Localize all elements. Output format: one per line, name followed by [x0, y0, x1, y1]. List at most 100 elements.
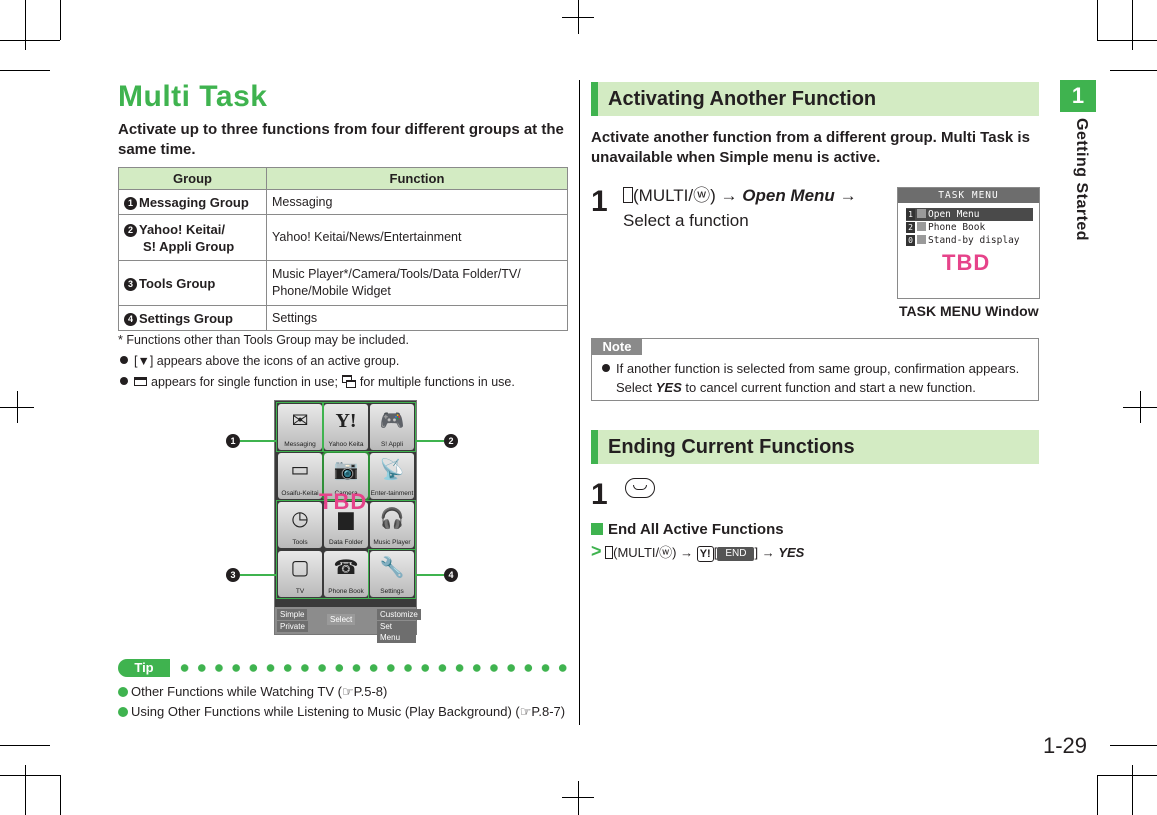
step-instruction: (MULTI/ⓦ) → Open Menu →	[623, 185, 857, 207]
tip-item: Other Functions while Watching TV (☞P.5-…	[118, 683, 387, 701]
group-highlight-yahoo	[322, 402, 416, 452]
chevron-right-icon: >	[591, 541, 602, 561]
note-line2-pre: Select	[616, 380, 656, 395]
column-divider	[579, 80, 580, 725]
note-text: If another function is selected from sam…	[600, 359, 1019, 397]
tile-label: Music Player	[373, 539, 411, 546]
callout-1: 1	[226, 434, 240, 448]
menu-tile-sappli: 🎮 S! Appli	[370, 404, 414, 450]
item-text: Stand-by display	[928, 235, 1020, 246]
open-menu-text: Open Menu	[742, 186, 835, 205]
group-name: Tools Group	[139, 275, 216, 291]
callout-2: 2	[444, 434, 458, 448]
menu-tile-osaifu: ▭ Osaifu-Keitai	[278, 453, 322, 499]
key-placeholder	[605, 546, 614, 559]
wallet-icon: ▭	[290, 459, 310, 481]
crop-mark	[1097, 0, 1098, 40]
single-task-icon	[134, 377, 147, 386]
callout-line	[416, 440, 444, 442]
step-number: 1	[591, 478, 608, 511]
crop-mark	[60, 775, 61, 815]
wrench-icon: 🔧	[379, 557, 405, 579]
sub-heading-text: End All Active Functions	[608, 521, 784, 538]
bullet-dot	[118, 687, 128, 697]
group-name: Messaging Group	[139, 194, 249, 210]
crop-mark	[0, 40, 60, 41]
menu-tile-camera: 📷 Camera	[322, 451, 370, 501]
menu-tile-music-player: 🎧 Music Player	[370, 502, 414, 548]
group-name-line2: S! Appli Group	[143, 238, 235, 254]
registration-mark	[1140, 391, 1141, 423]
table-header-group: Group	[118, 167, 267, 190]
tip-text: Using Other Functions while Listening to…	[131, 704, 566, 719]
step-instruction-line2: Select a function	[623, 211, 749, 230]
note-box: Note If another function is selected fro…	[591, 338, 1039, 401]
crop-mark	[0, 745, 50, 746]
gamepad-icon: 🎮	[379, 410, 405, 432]
section-intro: Activate another function from a differe…	[591, 129, 1030, 166]
note-line1: If another function is selected from sam…	[616, 361, 1020, 376]
group-highlight-messaging	[276, 402, 324, 452]
bullet-item: [▼] appears above the icons of an active…	[118, 353, 399, 369]
tile-label: Osaifu-Keitai	[281, 490, 319, 497]
item-number: 2	[906, 222, 915, 233]
group-name: Settings Group	[139, 310, 233, 326]
arrow: →	[720, 186, 738, 205]
crop-mark	[25, 765, 26, 815]
bullet-dot	[118, 707, 128, 717]
tile-label: Yahoo Keita	[328, 441, 364, 448]
registration-mark	[17, 391, 18, 423]
section-heading-ending: Ending Current Functions	[591, 430, 1039, 464]
menu-tile-settings: 🔧 Settings	[370, 551, 414, 597]
phone-menu-screen: ✉Messaging Y!Yahoo Keita 🎮S! Appli ▭Osai…	[274, 400, 421, 643]
tile-label: Camera	[334, 490, 358, 497]
tile-label: Enter-tainment	[370, 490, 414, 497]
chapter-number: 1	[1060, 80, 1096, 112]
yahoo-key-icon: Y!	[696, 546, 714, 562]
softkey-private: Private	[277, 621, 308, 632]
table-header-function: Function	[266, 167, 568, 190]
callout-line	[240, 574, 276, 576]
tile-label: Data Folder	[329, 539, 363, 546]
menu-tile-entertainment: 📡 Enter-tainment	[370, 453, 414, 499]
tbd-watermark: TBD	[319, 489, 368, 514]
yes-option: YES	[655, 380, 682, 395]
tile-label: S! Appli	[380, 441, 404, 448]
camera-icon: 📷	[333, 459, 359, 481]
intro-text: Activate up to three functions from four…	[118, 121, 564, 158]
registration-mark	[562, 17, 594, 18]
phone-softkey-bar: Simple Private Select Customize Set Menu	[275, 607, 421, 643]
bullet-text: [▼] appears above the icons of an active…	[134, 354, 400, 368]
phonebook-icon	[917, 222, 926, 231]
softkey-simple: Simple	[277, 609, 308, 620]
phonebook-icon: ☎	[333, 557, 359, 579]
page-number: 1-29	[1043, 733, 1088, 758]
callout-line	[416, 574, 444, 576]
tip-item: Using Other Functions while Listening to…	[118, 703, 565, 721]
headphones-icon: 🎧	[379, 508, 405, 530]
bullet-item: appears for single function in use;for m…	[118, 374, 515, 390]
menu-tile-tv: ▢TV	[278, 551, 322, 597]
menu-tile-tools: ◷Tools	[278, 502, 322, 548]
multi-task-icon	[341, 375, 356, 388]
yes-option: YES	[778, 545, 805, 560]
menu-tile-phone-book: ☎Phone Book	[324, 551, 368, 597]
antenna-icon: 📡	[379, 459, 405, 481]
crop-mark	[1110, 70, 1157, 71]
table-cell-function: Messaging	[266, 189, 568, 215]
number-badge: 2	[124, 223, 137, 237]
square-marker	[591, 523, 603, 535]
softkey-customize: Customize	[377, 609, 421, 620]
key-path: > (MULTI/ⓦ) → Y![END] → YES	[591, 541, 805, 562]
softkey-select: Select	[327, 614, 356, 625]
tip-text: Other Functions while Watching TV (☞P.5-…	[131, 684, 388, 699]
tile-label: Settings	[380, 588, 404, 595]
bullet-text: for multiple functions in use.	[359, 375, 515, 389]
item-number: 0	[906, 235, 915, 246]
